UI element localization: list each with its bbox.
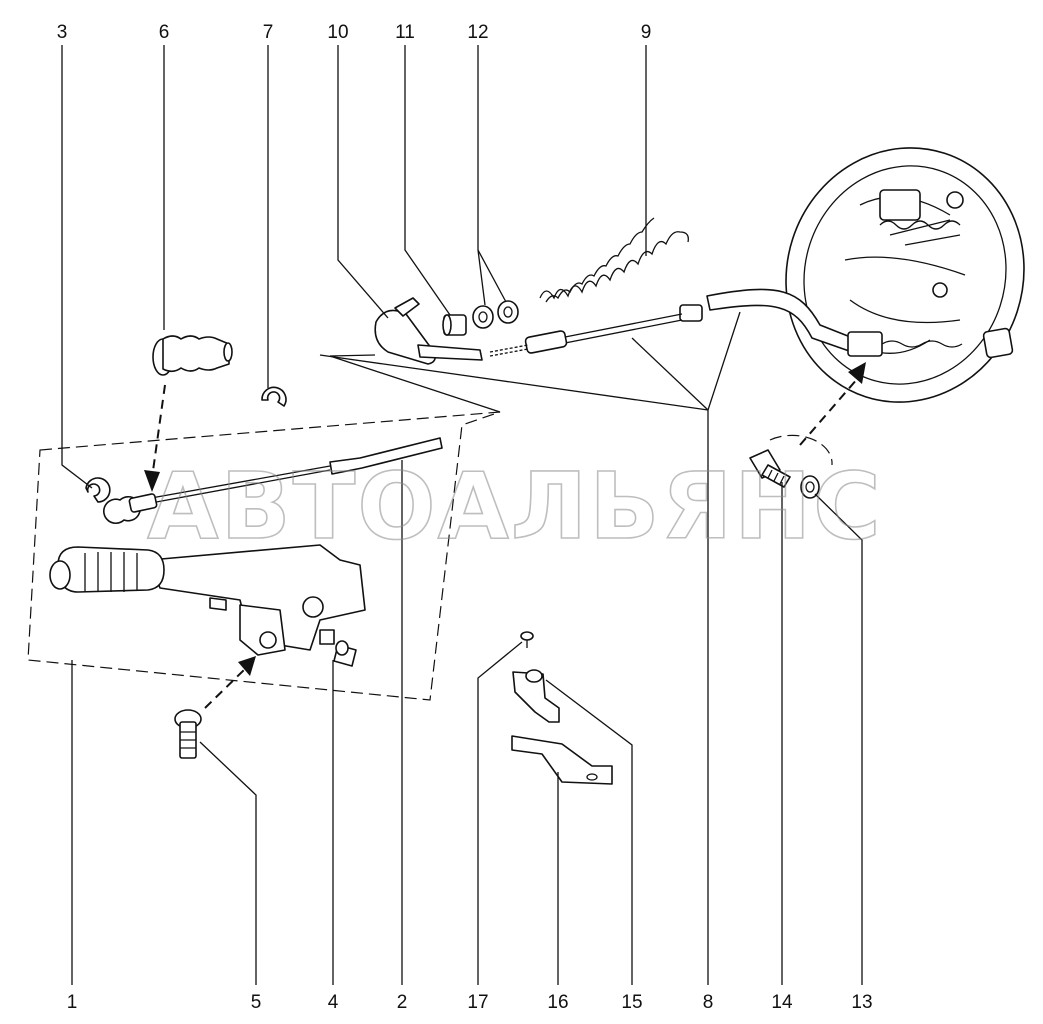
- callout-12: 12: [467, 22, 488, 43]
- lock-nuts-12: [472, 300, 519, 329]
- callout-14: 14: [771, 992, 793, 1013]
- assembly-arrows: [144, 362, 866, 709]
- callout-15: 15: [621, 992, 642, 1013]
- callout-4: 4: [328, 992, 339, 1013]
- parking-brake-lever: [49, 544, 366, 656]
- callout-13: 13: [851, 992, 872, 1013]
- e-clip-3: [85, 477, 111, 503]
- screw-17: [520, 631, 534, 648]
- callout-6: 6: [159, 22, 170, 43]
- bracket-16: [511, 735, 613, 785]
- callouts-bottom: 1 5 4 2 17 16 15 8 14 13: [67, 992, 873, 1013]
- pin-4: [333, 640, 357, 667]
- callout-11: 11: [395, 22, 415, 43]
- leader-lines: [61, 45, 863, 985]
- brake-backing-plate: [785, 147, 1025, 403]
- callout-7: 7: [263, 22, 274, 43]
- front-cable: [103, 437, 443, 525]
- return-spring: [539, 217, 689, 303]
- callout-8: 8: [703, 992, 714, 1013]
- callout-2: 2: [397, 992, 408, 1013]
- callout-3: 3: [57, 22, 68, 43]
- lever-assembly-outline: [27, 354, 501, 701]
- adjusting-nut-11: [442, 314, 467, 336]
- callout-1: 1: [67, 992, 78, 1013]
- callout-16: 16: [547, 992, 568, 1013]
- callout-9: 9: [641, 22, 652, 43]
- watermark: АВТОАЛЬЯНС: [147, 453, 882, 560]
- bolt-5: [174, 709, 202, 759]
- washer-13: [800, 475, 820, 499]
- callout-10: 10: [327, 22, 348, 43]
- rear-cable: [489, 288, 1014, 359]
- cable-boot: [152, 335, 233, 376]
- clamp-15: [512, 669, 560, 723]
- bolt-14: [749, 449, 791, 488]
- callouts-top: 3 6 7 10 11 12 9: [57, 22, 652, 43]
- clip-7: [261, 386, 287, 407]
- equalizer: [374, 297, 483, 365]
- callout-5: 5: [251, 992, 262, 1013]
- callout-17: 17: [467, 992, 488, 1013]
